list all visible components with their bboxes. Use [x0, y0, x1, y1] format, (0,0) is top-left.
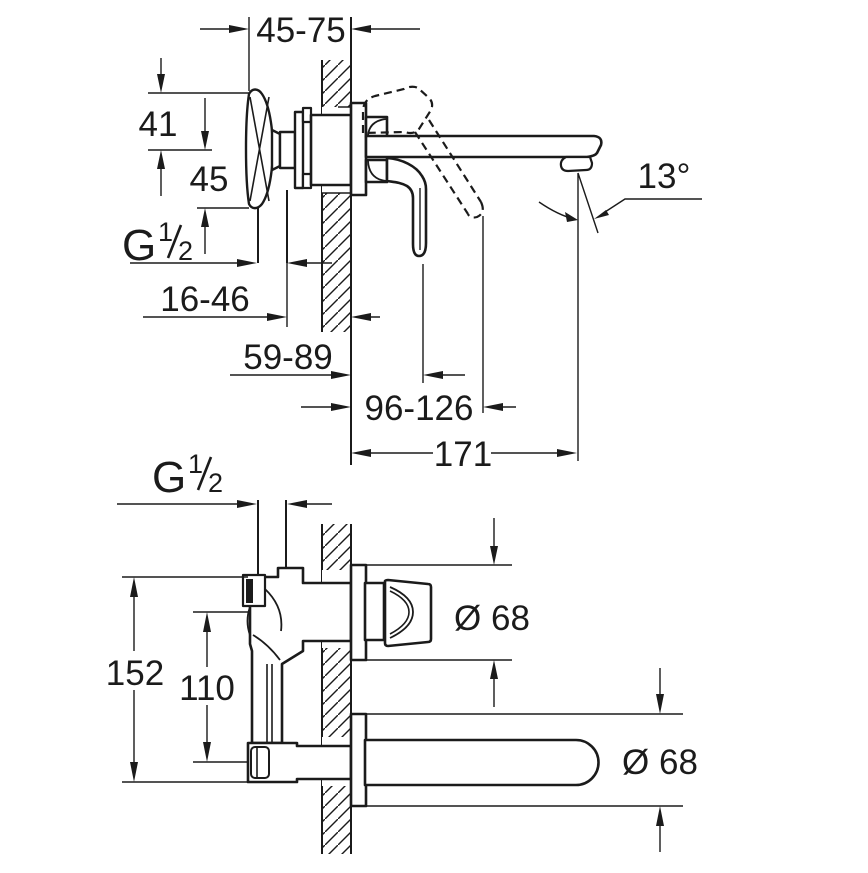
wall-section	[321, 17, 352, 465]
dashed-lever-edges	[414, 119, 482, 215]
dim-rosette-to-wall-label: 45-75	[256, 11, 346, 50]
dim-below-center-label: 45	[190, 160, 229, 199]
spout-outlet-nozzle	[559, 155, 594, 173]
handle-hub-front	[363, 581, 386, 642]
faucet-side-profile	[244, 88, 603, 263]
body-cylinder	[278, 130, 297, 170]
dashed-lever-tip	[466, 201, 484, 219]
bridge-inner-lines	[266, 664, 273, 743]
supply-stub-lines	[257, 190, 288, 263]
mounting-plate	[293, 110, 305, 190]
rosette-diameter-bottom-label: Ø 68	[622, 743, 698, 782]
side-view-dimensions: 45-75 41 45 G 1 2 16-46 59-89 96-126 171…	[122, 11, 702, 474]
spout	[364, 134, 603, 159]
lever-handle	[385, 156, 428, 258]
wall-hatch	[322, 60, 351, 332]
casting-curves	[252, 588, 283, 661]
handle-front-arc	[389, 586, 414, 639]
thread-label-side: G 1 2	[122, 217, 193, 270]
faucet-front-profile	[241, 500, 600, 808]
dim-wall-to-lever-label: 59-89	[243, 338, 333, 377]
pivot-boss-arc	[246, 606, 251, 636]
rosette-cross-lines	[249, 96, 270, 202]
wall-opening-edges	[322, 106, 351, 194]
dim-overall-height-label: 152	[106, 654, 164, 693]
lever-open-position-dashed	[361, 85, 484, 219]
rosette-diameter-top-label: Ø 68	[454, 599, 530, 638]
dim-above-center-label: 41	[139, 105, 178, 144]
thread-denominator-front: 2	[208, 468, 223, 498]
thread-denominator: 2	[178, 236, 193, 266]
dim-spout-reach-label: 171	[434, 435, 492, 474]
thread-numerator-front: 1	[188, 449, 203, 479]
side-view: 45-75 41 45 G 1 2 16-46 59-89 96-126 171…	[122, 11, 702, 474]
handle-front-arc-inner	[389, 590, 410, 635]
thread-fraction-slash	[166, 224, 183, 259]
front-view-dimensions: G 1 2 152 110 Ø 68 Ø 68	[106, 449, 698, 852]
dim-inlet-to-wall-label: 16-46	[160, 280, 250, 319]
spout-angle-label: 13°	[638, 157, 691, 196]
thread-letter-front: G	[152, 453, 186, 502]
union-nut-bottom	[250, 746, 270, 779]
wall-section-front	[321, 524, 352, 854]
dashed-lever-hub	[361, 85, 434, 135]
thread-label-front: G 1 2	[152, 449, 223, 502]
dimension-and-extension-lines-front	[117, 503, 683, 852]
concealed-body-upper	[248, 566, 353, 745]
concealed-body	[309, 113, 353, 187]
dimension-and-extension-lines	[130, 17, 702, 461]
spout-front	[363, 738, 600, 787]
thread-letter: G	[122, 221, 156, 270]
dim-wall-to-lever-open-label: 96-126	[365, 389, 474, 428]
thread-fraction-slash-front	[196, 456, 213, 491]
dim-port-distance-label: 110	[179, 669, 235, 708]
thread-numerator: 1	[158, 217, 173, 247]
supply-stub-front	[257, 500, 287, 577]
front-view: G 1 2 152 110 Ø 68 Ø 68	[106, 449, 698, 854]
union-thread-band	[246, 579, 253, 603]
